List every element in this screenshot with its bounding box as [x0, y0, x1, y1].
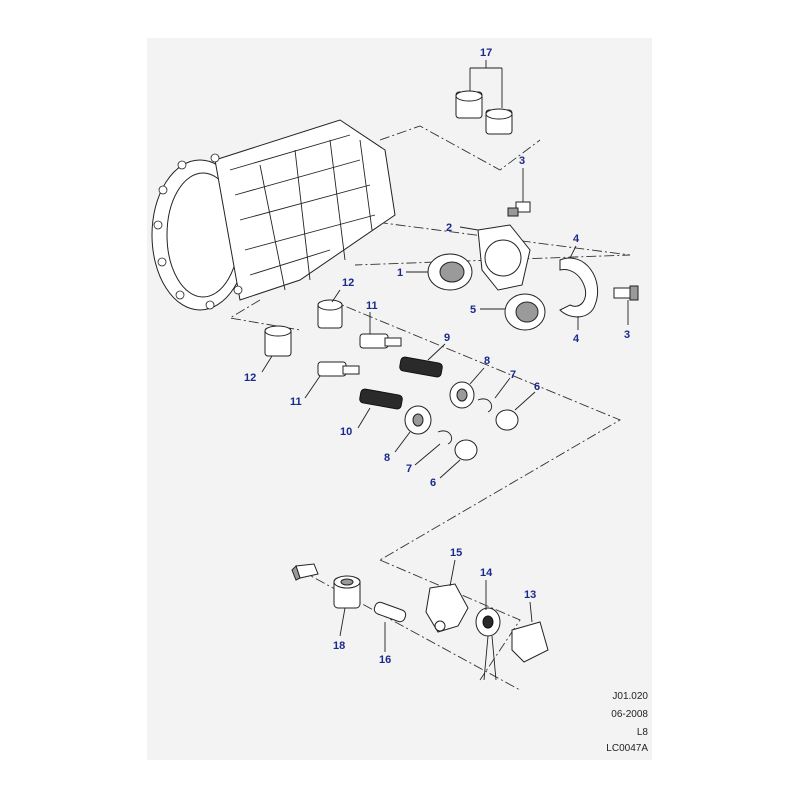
callout-5: 5: [470, 304, 476, 316]
callout-15: 15: [450, 547, 462, 559]
callout-6-upper: 6: [534, 381, 540, 393]
callout-12-lower: 12: [244, 372, 256, 384]
part-pad: [291, 563, 319, 581]
part-17-bushes: [455, 60, 513, 135]
part-7-clip-lower: [414, 430, 452, 466]
revision-date: 06-2008: [611, 709, 648, 720]
callout-6-lower: 6: [430, 477, 436, 489]
part-16-pin: [373, 601, 407, 652]
callout-7-upper: 7: [510, 369, 516, 381]
part-11-shaft-lower: [304, 361, 360, 399]
model-code: L8: [636, 727, 648, 738]
callout-11-upper: 11: [366, 300, 378, 312]
callout-2: 2: [446, 222, 452, 234]
part-12-bush-lower: [261, 325, 292, 373]
part-6-cap-lower: [439, 439, 478, 479]
callout-16: 16: [379, 654, 391, 666]
callout-8-upper: 8: [484, 355, 490, 367]
part-12-bush-upper: [317, 289, 343, 329]
part-14-spring: [475, 580, 501, 681]
part-6-cap-upper: [495, 391, 536, 431]
part-8-washer-upper: [449, 367, 485, 409]
part-8-washer-lower: [394, 405, 432, 453]
callout-10: 10: [340, 426, 352, 438]
callout-14: 14: [480, 567, 493, 579]
callout-7-lower: 7: [406, 463, 412, 475]
part-5-bearing: [480, 293, 546, 331]
callout-3-upper: 3: [519, 155, 525, 167]
part-2-plate: [459, 224, 531, 291]
callout-13: 13: [524, 589, 536, 601]
callout-12-upper: 12: [342, 277, 354, 289]
part-13-cam: [511, 601, 549, 663]
part-3-bolt-upper: [507, 168, 531, 217]
callout-1: 1: [397, 267, 403, 279]
part-10-spring: [357, 388, 403, 429]
transmission-housing: [151, 119, 396, 311]
callout-8-lower: 8: [384, 452, 390, 464]
part-4-clip: [559, 245, 599, 330]
callout-4-lower: 4: [573, 333, 580, 345]
callout-17: 17: [480, 47, 492, 59]
part-15-lever: [425, 559, 469, 633]
part-18-bush: [333, 575, 361, 637]
callout-9: 9: [444, 332, 450, 344]
callout-18: 18: [333, 640, 345, 652]
callout-11-lower: 11: [290, 396, 302, 408]
part-3-bolt-lower: [613, 285, 639, 325]
callout-labels: 17 3 2 4 1 5 4 3 12 11 9 12 11 8 7 6 10 …: [244, 47, 630, 666]
illustration-reference: LC0047A: [606, 743, 648, 754]
figure-number: J01.020: [612, 691, 648, 702]
part-9-spring: [399, 343, 446, 378]
part-11-shaft-upper: [359, 312, 402, 349]
part-7-clip-upper: [477, 377, 511, 413]
callout-3-lower: 3: [624, 329, 630, 341]
callout-4-upper: 4: [573, 233, 580, 245]
part-1-bearing: [406, 253, 473, 291]
